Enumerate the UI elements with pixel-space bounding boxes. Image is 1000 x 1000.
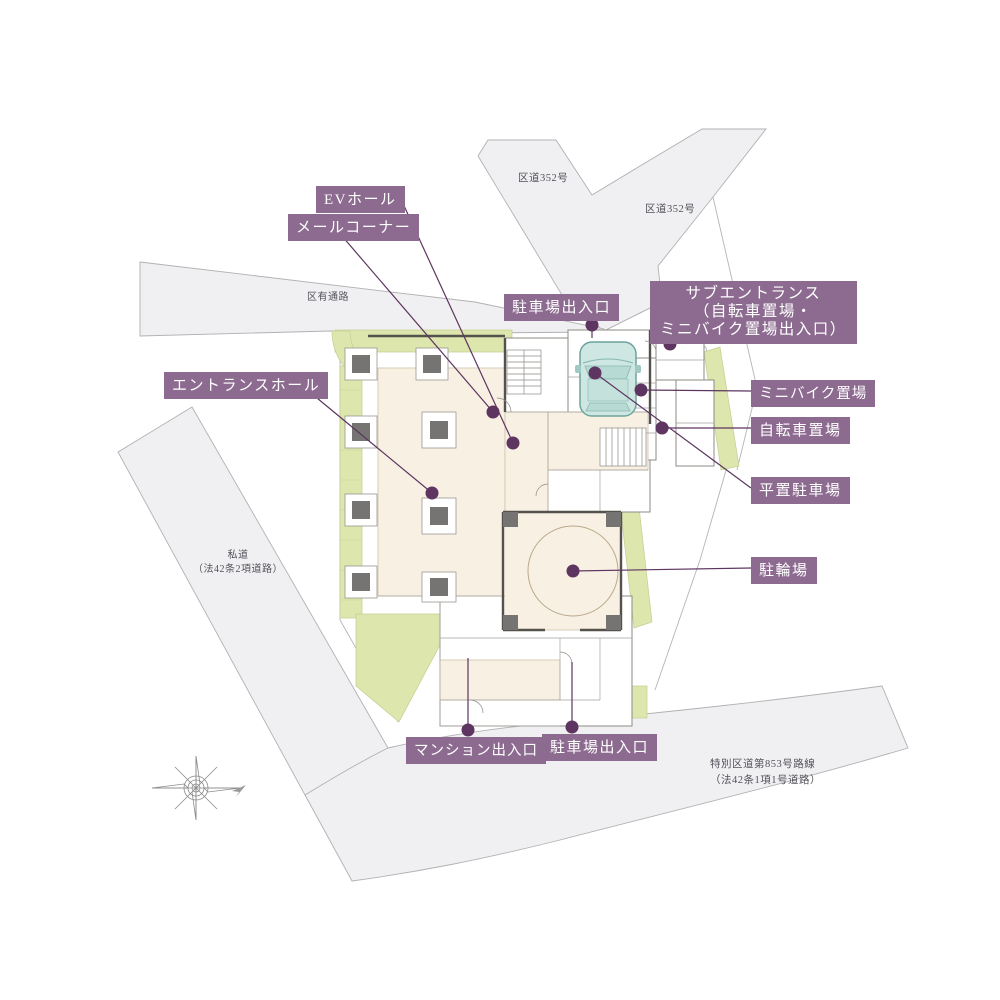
column-squares [352,355,621,630]
road-kuyu-tsuro [139,261,605,337]
road-label-shido: 私道 （法42条2項道路） [182,549,294,577]
stairs-lower [599,427,647,467]
cycle-port-circle [527,525,619,617]
bold-walls [368,330,652,632]
label-ev-hall: EVホール [316,186,405,213]
compass-east-arrow [232,785,246,797]
stairs-icons [506,349,647,467]
label-cycle-port: 駐輪場 [751,557,817,584]
leader-dots [425,318,677,737]
label-entrance-hall: エントランスホール [164,372,329,399]
road-label-kudo352-upper: 区道352号 [518,173,569,184]
compass-rose-icon [151,755,246,821]
structural-columns [344,347,621,630]
label-parking-entrance-bottom: 駐車場出入口 [542,734,658,761]
label-mansion-entrance: マンション出入口 [406,737,546,764]
road-label-shido-line2: （法42条2項道路） [193,564,283,575]
roads-layer [117,128,909,882]
car-icon [575,341,641,417]
road-label-tokubetsu: 特別区道第853号路線 （法42条1項1号道路） [710,757,821,790]
entrance-hall-floor [377,367,506,597]
road-label-tokubetsu-line2: （法42条1項1号道路） [710,775,821,787]
road-label-tokubetsu-line1: 特別区道第853号路線 [710,759,816,770]
green-ne-strip [703,346,740,471]
label-bicycle-parking: 自転車置場 [751,417,850,444]
green-sw-block [355,613,441,723]
label-flat-parking: 平置駐車場 [751,477,850,504]
label-mail-corner: メールコーナー [288,214,420,241]
door-arcs [469,340,657,714]
label-sub-entrance-line3: ミニバイク置場出入口） [660,320,847,338]
label-sub-entrance-line1: サブエントランス [685,285,822,302]
label-sub-entrance: サブエントランス （自転車置場・ ミニバイク置場出入口） [650,281,857,345]
label-minibike-parking: ミニバイク置場 [751,380,876,407]
stairs-upper [506,349,542,395]
label-parking-entrance-top: 駐車場出入口 [504,294,620,321]
road-label-kudo352-right: 区道352号 [645,204,696,215]
label-sub-entrance-line2: （自転車置場・ [693,302,813,320]
road-label-kuyu-tsuro: 区有通路 [307,292,349,303]
road-label-shido-line1: 私道 [227,550,249,561]
